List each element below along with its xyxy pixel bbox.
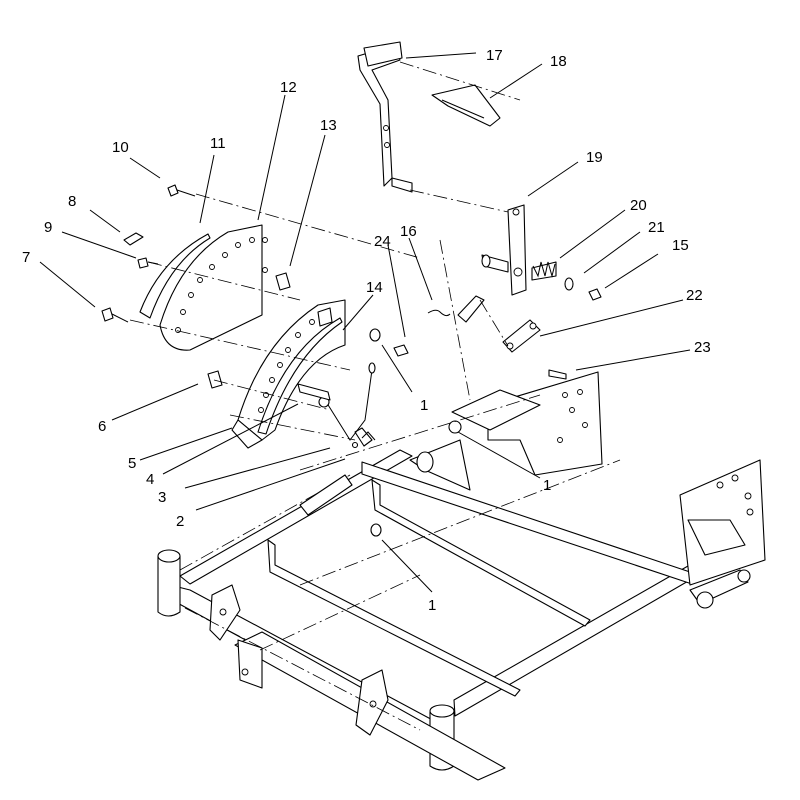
callout-10: 10	[112, 139, 129, 156]
handle-grip	[431, 84, 501, 127]
callout-9: 9	[44, 219, 52, 236]
callout-18: 18	[550, 53, 567, 70]
left-height-plate	[139, 224, 268, 351]
callout-2: 2	[176, 513, 184, 530]
callout-22: 22	[686, 287, 703, 304]
washer	[564, 277, 574, 291]
callout-6: 6	[98, 418, 106, 435]
callout-16: 16	[400, 223, 417, 240]
callout-13: 13	[320, 117, 337, 134]
callout-15: 15	[672, 237, 689, 254]
callout-19: 19	[586, 149, 603, 166]
link-plate	[502, 319, 541, 353]
callouts: 1 1 1 2 3 4 5 6 7 8 9 10 11 12 13 14 15 …	[22, 47, 711, 614]
leader-lines	[39, 52, 691, 593]
handle-link	[481, 204, 527, 296]
nut	[588, 288, 602, 301]
main-frame	[157, 449, 766, 781]
callout-20: 20	[630, 197, 647, 214]
spring	[531, 261, 557, 281]
middle-height-plate	[231, 299, 346, 449]
hardware-small-parts	[101, 184, 485, 537]
lift-handle	[357, 41, 413, 193]
callout-17: 17	[486, 47, 503, 64]
callout-1b: 1	[543, 477, 551, 494]
alignment-lines	[129, 61, 521, 441]
callout-4: 4	[146, 471, 154, 488]
pivot-bracket-assembly	[299, 371, 603, 516]
callout-1c: 1	[428, 597, 436, 614]
callout-1a: 1	[420, 397, 428, 414]
callout-11: 11	[210, 135, 226, 152]
callout-8: 8	[68, 193, 76, 210]
callout-23: 23	[694, 339, 711, 356]
callout-21: 21	[648, 219, 665, 236]
callout-5: 5	[128, 455, 136, 472]
callout-7: 7	[22, 249, 30, 266]
clevis-pin	[548, 369, 567, 380]
callout-3: 3	[158, 489, 166, 506]
callout-14: 14	[366, 279, 383, 296]
callout-24: 24	[374, 233, 391, 250]
callout-12: 12	[280, 79, 297, 96]
